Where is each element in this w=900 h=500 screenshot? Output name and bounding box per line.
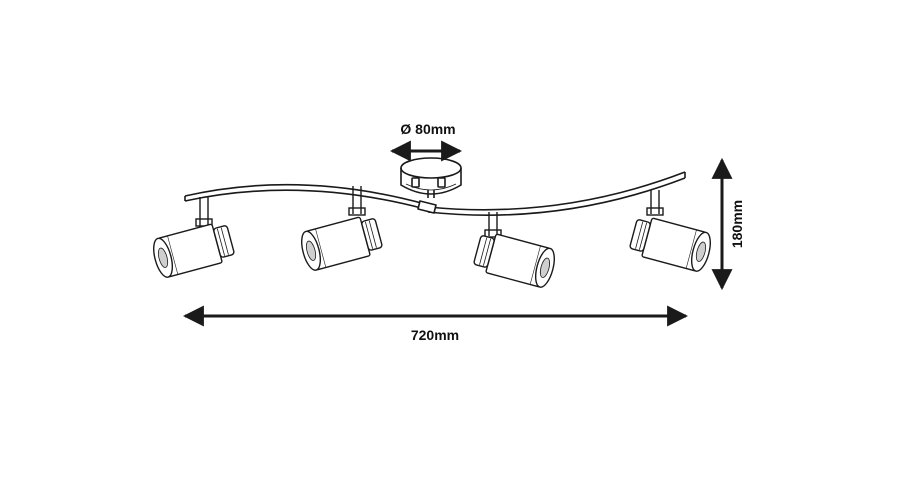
height-dimension: 180mm: [711, 157, 745, 291]
lamp-bar: [184, 171, 686, 216]
spotlight-3: [473, 212, 555, 288]
ceiling-canopy: [400, 157, 462, 198]
spotlight-1: [153, 197, 235, 278]
spotlight-4: [629, 190, 711, 272]
diameter-dimension: Ø 80mm: [389, 121, 463, 162]
diameter-label: Ø 80mm: [400, 121, 455, 137]
spotlight-2: [301, 186, 383, 271]
width-label: 720mm: [411, 327, 459, 343]
height-label: 180mm: [729, 200, 745, 248]
width-dimension: 720mm: [182, 305, 689, 343]
